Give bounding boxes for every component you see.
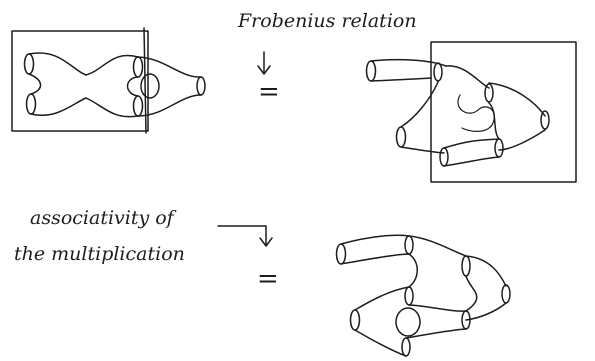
bottom-mid-right-top (408, 304, 467, 312)
left-outline-top (28, 52, 139, 76)
lower-input-upper (400, 81, 439, 128)
bottom-connect-tube (408, 253, 418, 288)
assoc-label-line1: associativity of (30, 207, 177, 229)
bottom-upper-pants-top (408, 235, 467, 257)
lower-right-circle (494, 138, 504, 158)
outer-curve-bottom (498, 129, 546, 151)
top-equals-sign: = (258, 77, 280, 107)
inner-hole-curve (457, 94, 495, 132)
left-box-frame (11, 30, 149, 132)
right-box-frame (430, 41, 577, 183)
mid-circle-top (132, 56, 144, 78)
right-input-circle-top (365, 60, 377, 82)
bottom-mid-right-bottom (405, 328, 467, 339)
mid-hole (140, 73, 160, 99)
bottom-middle-circle (439, 147, 449, 167)
top-arrow-head (257, 65, 271, 75)
bottom-connector-bottom (443, 156, 500, 167)
left-outline-bottom (30, 97, 139, 118)
outer-curve-top (488, 82, 546, 117)
tube-top-lower (370, 77, 432, 82)
mid-circle-bottom (132, 95, 144, 117)
right-input-circle-bottom (395, 126, 407, 148)
frobenius-label: Frobenius relation (237, 10, 417, 32)
left-circle-top (23, 53, 35, 75)
bottom-arrow-shaft (217, 225, 267, 245)
right-pants-bottom (137, 94, 202, 117)
bottom-left-top (354, 286, 410, 311)
bottom-curve-top-right (465, 255, 507, 287)
bottom-tube-right-circle (404, 235, 414, 255)
bottom-mid-bottom-circle (401, 337, 411, 357)
right-cobordism (365, 41, 577, 183)
rightmost-circle (540, 110, 550, 130)
bottom-tube-left-circle (335, 243, 347, 265)
bottom-connector-top (443, 138, 500, 149)
bottom-rightmost-circle (501, 284, 511, 304)
tube-top-end-circle (433, 62, 443, 82)
bottom-upper-circle (461, 255, 471, 277)
right-pants-top (137, 56, 202, 78)
left-box-divider (143, 27, 147, 134)
assoc-label-line2: the multiplication (14, 243, 185, 265)
bottom-mid-top-circle (404, 286, 414, 306)
bottom-tube-top (340, 234, 410, 245)
left-cobordism (11, 27, 206, 134)
lower-input-lower (400, 146, 445, 154)
bottom-hole (395, 307, 421, 337)
upper-pants-top (445, 65, 490, 89)
bottom-left-bottom (354, 329, 407, 357)
upper-pants-circle (484, 83, 494, 103)
tube-top-upper (370, 58, 447, 67)
left-circle-bottom (25, 93, 37, 115)
bottom-tube-bottom (340, 253, 410, 265)
left-inner-crotch (28, 73, 42, 95)
inner-loop-right (488, 102, 500, 140)
bottom-arrow-head (259, 237, 273, 247)
mid-inner-crotch (126, 76, 139, 97)
right-circle-output (196, 76, 206, 96)
bottom-cobordism (335, 234, 511, 357)
bottom-equals-sign: = (257, 264, 279, 294)
bottom-inner-right (465, 275, 478, 312)
bottom-left-circle (349, 309, 361, 331)
